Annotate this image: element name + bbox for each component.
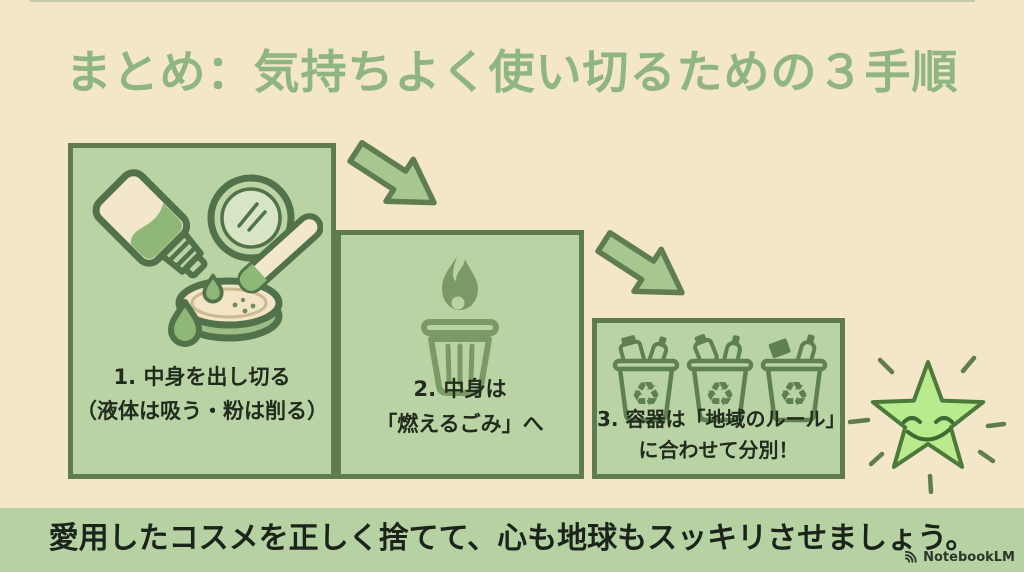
step-panel-2: 2. 中身は 「燃えるごみ」へ	[336, 230, 584, 479]
trash-can-icon	[421, 319, 499, 396]
step-2-line-1: 2. 中身は	[413, 377, 507, 401]
step-1-line-2: （液体は吸う・粉は削る）	[76, 399, 328, 423]
down-right-arrow-icon-2	[595, 230, 685, 296]
smiling-star-icon	[847, 355, 1006, 494]
page-title: まとめ：気持ちよく使い切るための３手順	[65, 45, 959, 99]
recycle-symbol: ♻	[778, 375, 808, 415]
recyclable-items	[692, 333, 742, 370]
powder-compact-mirror	[207, 174, 295, 262]
star-face	[902, 416, 954, 442]
down-right-arrow-icon-1	[347, 140, 437, 206]
lotion-bottle-and-powder-compact-icon	[92, 169, 323, 347]
flame-icon	[442, 249, 478, 310]
footer-message: 愛用したコスメを正しく捨てて、心も地球もスッキリさせましょう。	[48, 521, 976, 556]
flame-and-trash-can-icon	[421, 249, 499, 396]
recycle-bin-1: ♻	[612, 335, 679, 423]
step-1-line-1: 1. 中身を出し切る	[113, 365, 291, 389]
liquid-drops	[168, 273, 224, 347]
star-body	[870, 360, 986, 469]
step-3-line-1: 3. 容器は「地域のルール」	[597, 407, 846, 431]
top-accent-line	[30, 0, 975, 2]
footer-banner: 愛用したコスメを正しく捨てて、心も地球もスッキリさせましょう。	[0, 508, 1024, 572]
step-3-label: 3. 容器は「地域のルール」 に合わせて分別！	[597, 404, 846, 466]
step-3-line-2: に合わせて分別！	[638, 438, 799, 462]
recycle-symbol: ♻	[630, 375, 660, 415]
spatula	[237, 213, 323, 294]
step-2-label: 2. 中身は 「燃えるごみ」へ	[341, 372, 579, 442]
step-panel-1: 1. 中身を出し切る （液体は吸う・粉は削る）	[68, 143, 336, 479]
notebooklm-logo-icon	[905, 550, 917, 563]
watermark-label: NotebookLM	[923, 549, 1015, 565]
step-2-line-2: 「燃えるごみ」へ	[376, 412, 544, 436]
recycle-bin-2: ♻	[686, 333, 753, 423]
step-panel-3: ♻ ♻	[592, 318, 845, 479]
lotion-bottle	[92, 169, 208, 279]
star-rays	[847, 355, 1006, 494]
step-1-label: 1. 中身を出し切る （液体は吸う・粉は削る）	[73, 360, 331, 428]
recycle-symbol: ♻	[704, 375, 734, 415]
recycle-bin-3: ♻	[760, 334, 827, 423]
watermark: NotebookLM	[904, 549, 1015, 565]
recycling-bins-icon: ♻ ♻	[612, 333, 827, 423]
